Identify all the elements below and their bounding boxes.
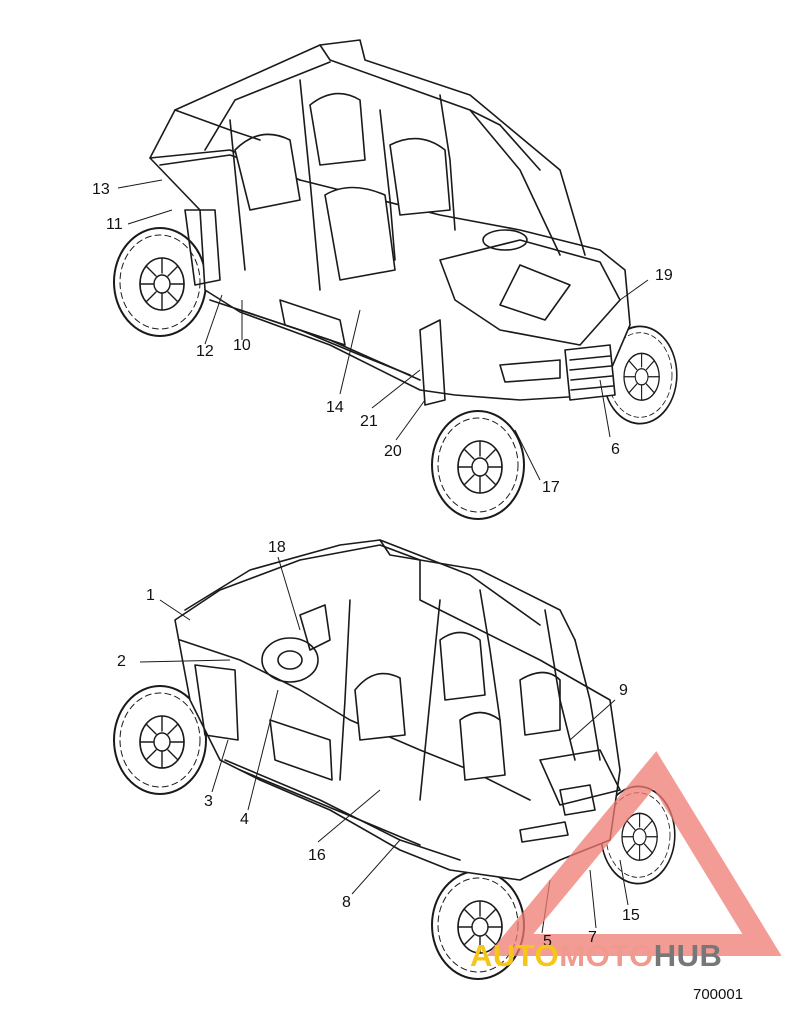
callout-3: 3 [204,793,213,810]
watermark-part-auto: AUTO [470,938,560,973]
callout-21: 21 [360,413,378,430]
callout-8: 8 [342,894,351,911]
rear-left-tire-icon [113,227,207,337]
callout-5: 5 [543,933,552,950]
bottom-vehicle-drawing [113,539,676,980]
front-left-tire-icon [431,410,525,520]
callout-14: 14 [326,399,344,416]
callout-18: 18 [268,539,286,556]
callout-9: 9 [619,682,628,699]
callout-6: 6 [611,441,620,458]
callout-2: 2 [117,653,126,670]
callout-20: 20 [384,443,402,460]
callout-7: 7 [588,929,597,946]
leader-lines [117,179,649,934]
callout-4: 4 [240,811,249,828]
watermark-triangle-icon [486,751,782,956]
callout-17: 17 [542,479,560,496]
callout-12: 12 [196,343,214,360]
watermark-text: AUTOMOTOHUB [470,938,722,974]
callout-1: 1 [146,587,155,604]
watermark-part-hub: HUB [653,938,723,973]
callout-10: 10 [233,337,251,354]
callout-15: 15 [622,907,640,924]
callout-19: 19 [655,267,673,284]
callout-13: 13 [92,181,110,198]
callout-16: 16 [308,847,326,864]
top-vehicle-drawing [113,39,678,520]
callout-11: 11 [106,216,123,233]
watermark-part-moto: MOTO [559,938,654,973]
diagram-reference-number: 700001 [693,986,744,1003]
